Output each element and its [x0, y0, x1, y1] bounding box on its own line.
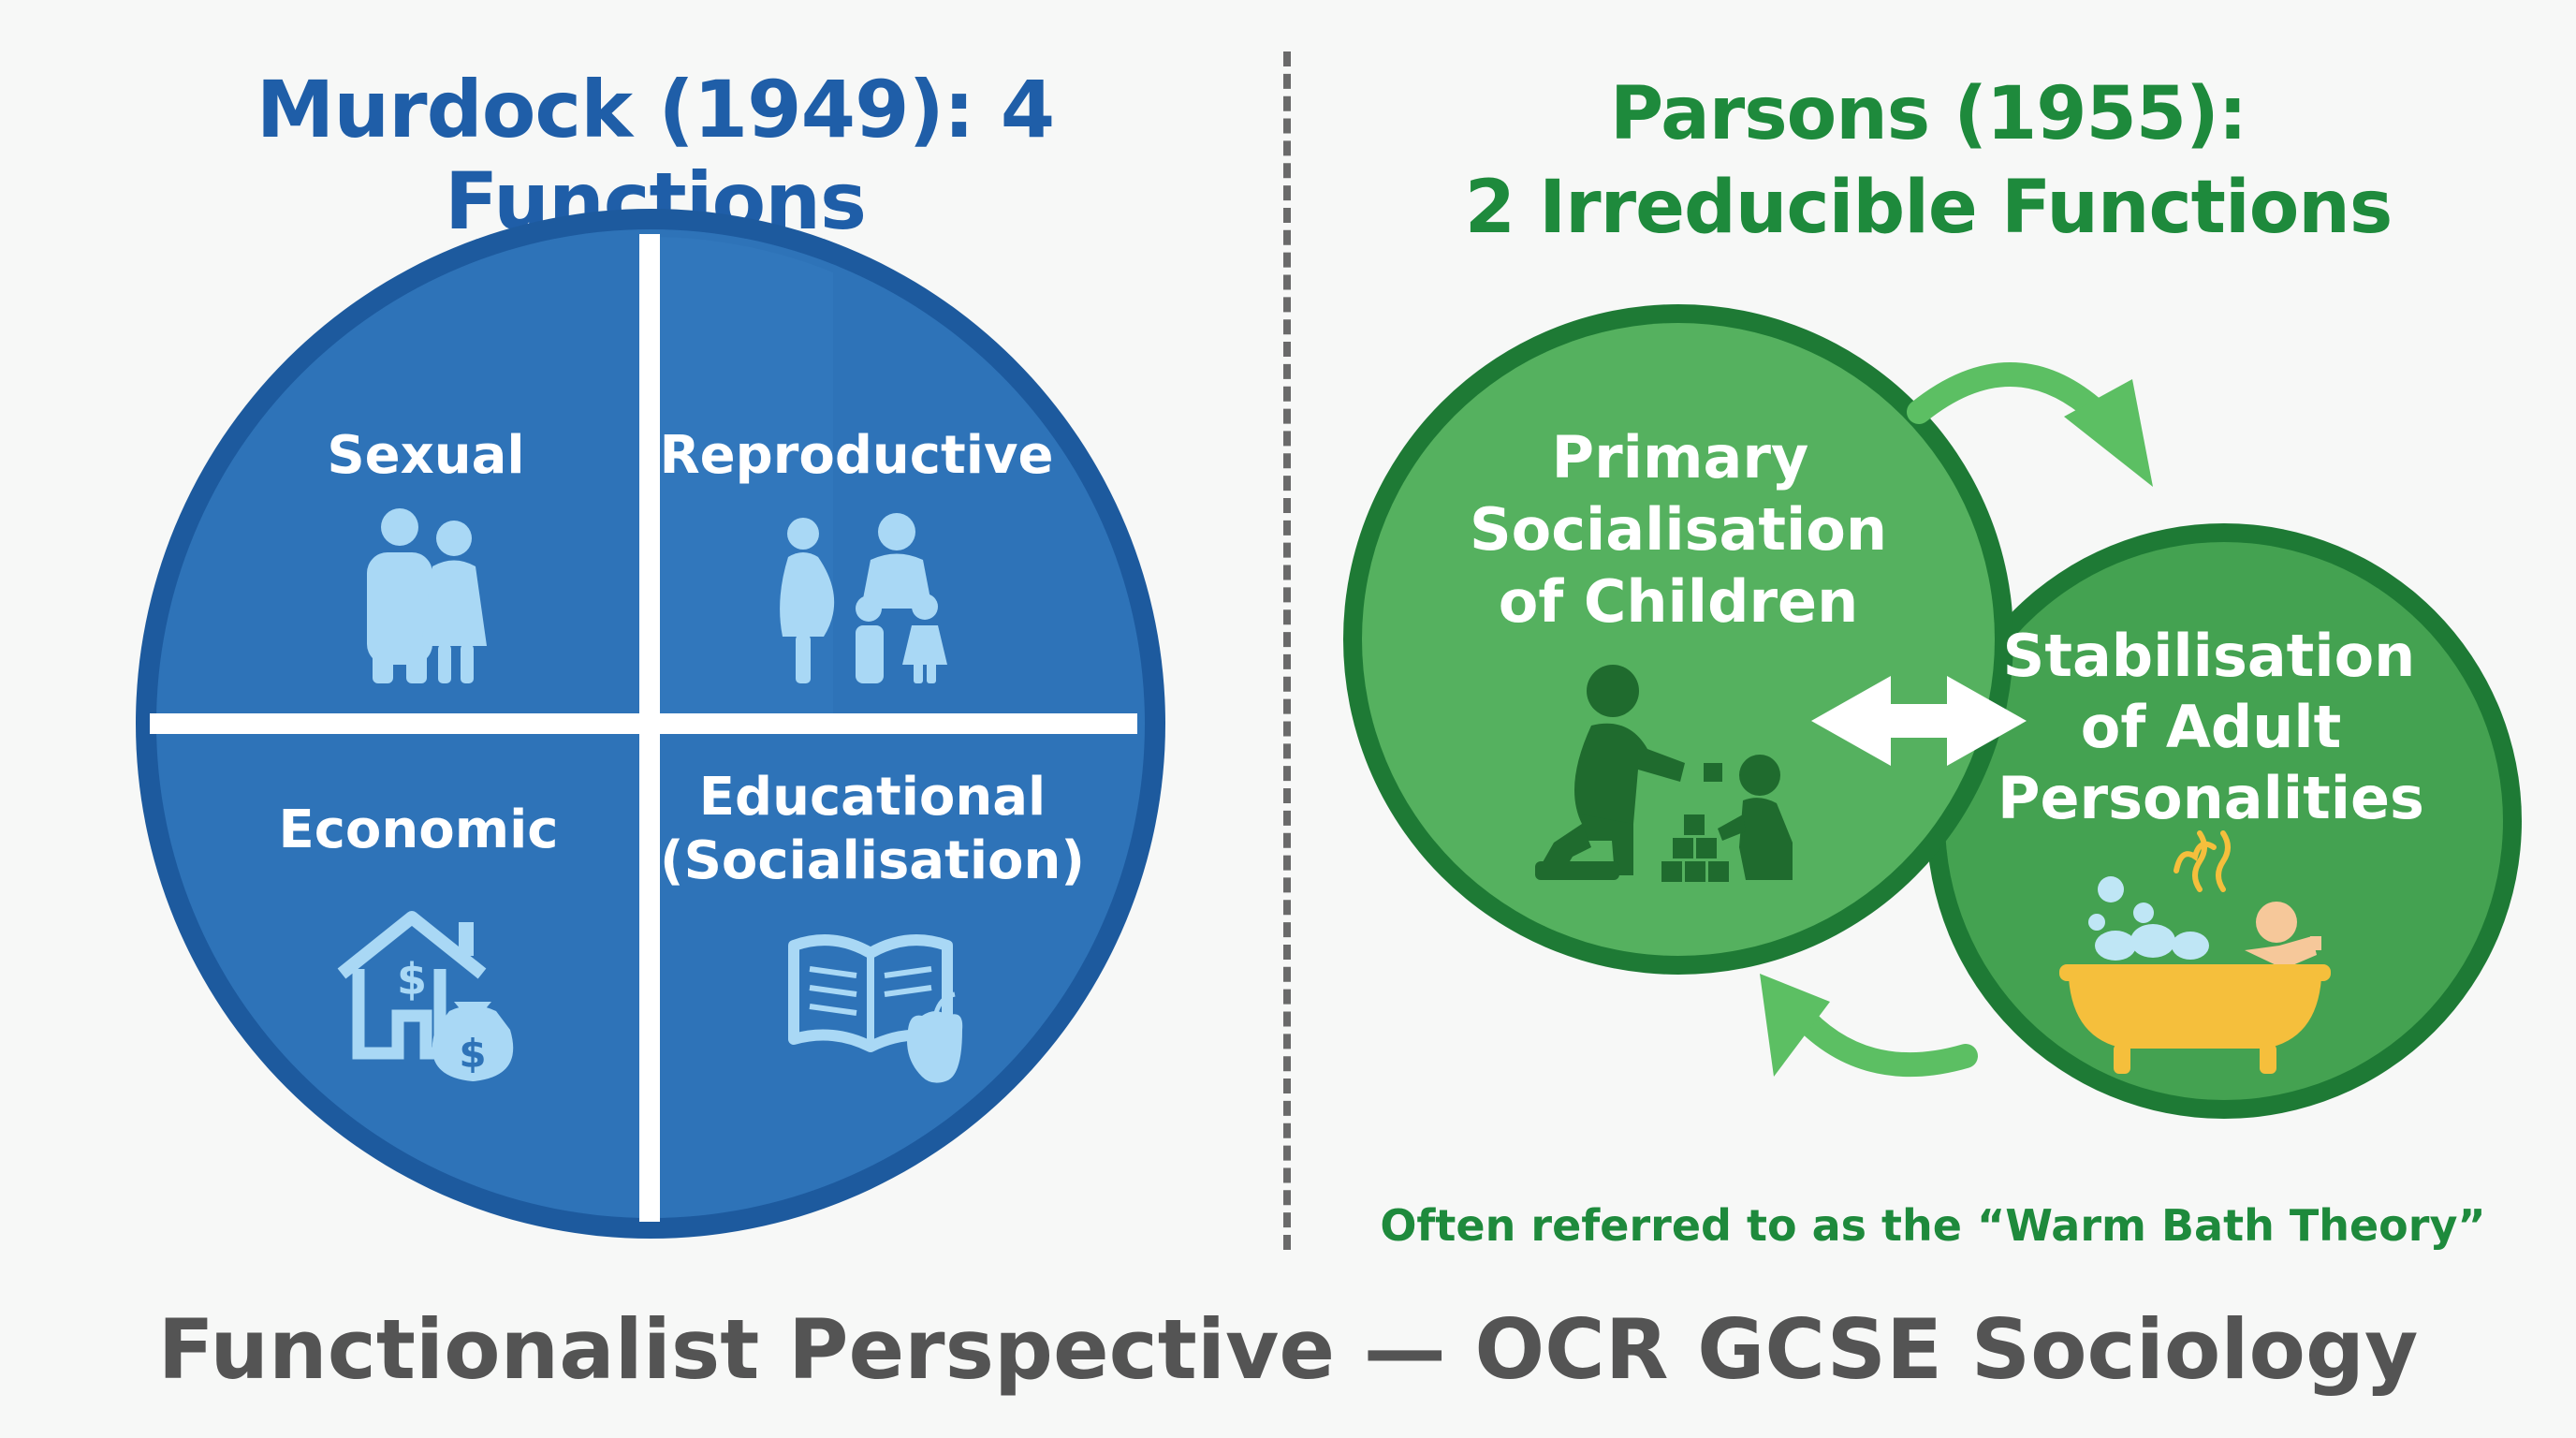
book-apple-icon — [788, 934, 963, 1083]
family-icon — [780, 513, 947, 683]
bathtub-icon — [2059, 830, 2331, 1074]
parent-child-blocks-icon — [1535, 665, 1793, 882]
quadrant-label-economic: Economic — [278, 800, 558, 860]
stabilisation-label-line-2: of Adult — [2081, 693, 2342, 761]
quadrant-label-socialisation: (Socialisation) — [660, 830, 1085, 891]
socialisation-label-line-2: Socialisation — [1470, 495, 1887, 564]
quadrant-label-reproductive: Reproductive — [660, 425, 1054, 486]
section-divider — [1283, 51, 1291, 1250]
cycle-arrow-top — [1907, 362, 2153, 487]
svg-text:$: $ — [397, 954, 427, 1005]
quadrant-label-sexual: Sexual — [327, 425, 524, 486]
house-money-icon: $ $ — [337, 911, 514, 1081]
couple-icon — [367, 508, 487, 683]
stabilisation-label-line-3: Personalities — [1998, 764, 2424, 832]
svg-text:$: $ — [459, 1031, 486, 1077]
double-arrow-icon — [1811, 676, 2027, 766]
socialisation-label-line-1: Primary — [1552, 423, 1809, 492]
parsons-title-line-1: Parsons (1955): — [1610, 72, 2247, 156]
cycle-arrow-bottom — [1760, 974, 1978, 1078]
stabilisation-circle — [1926, 523, 2522, 1119]
socialisation-label-line-3: of Children — [1499, 567, 1858, 636]
parsons-title-line-2: 2 Irreducible Functions — [1464, 166, 2393, 250]
footer-title: Functionalist Perspective — OCR GCSE Soc… — [157, 1301, 2419, 1398]
socialisation-circle — [1343, 304, 2013, 975]
warm-bath-note: Often referred to as the “Warm Bath Theo… — [1380, 1200, 2486, 1251]
murdock-title: Murdock (1949): 4 Functions — [256, 64, 1055, 247]
parsons-title: Parsons (1955): 2 Irreducible Functions — [1310, 67, 2546, 255]
quadrant-label-educational: Educational — [699, 767, 1046, 828]
quadrant-divider-horizontal — [150, 713, 1137, 734]
murdock-circle — [136, 209, 1165, 1239]
stabilisation-label-line-1: Stabilisation — [2003, 622, 2416, 690]
